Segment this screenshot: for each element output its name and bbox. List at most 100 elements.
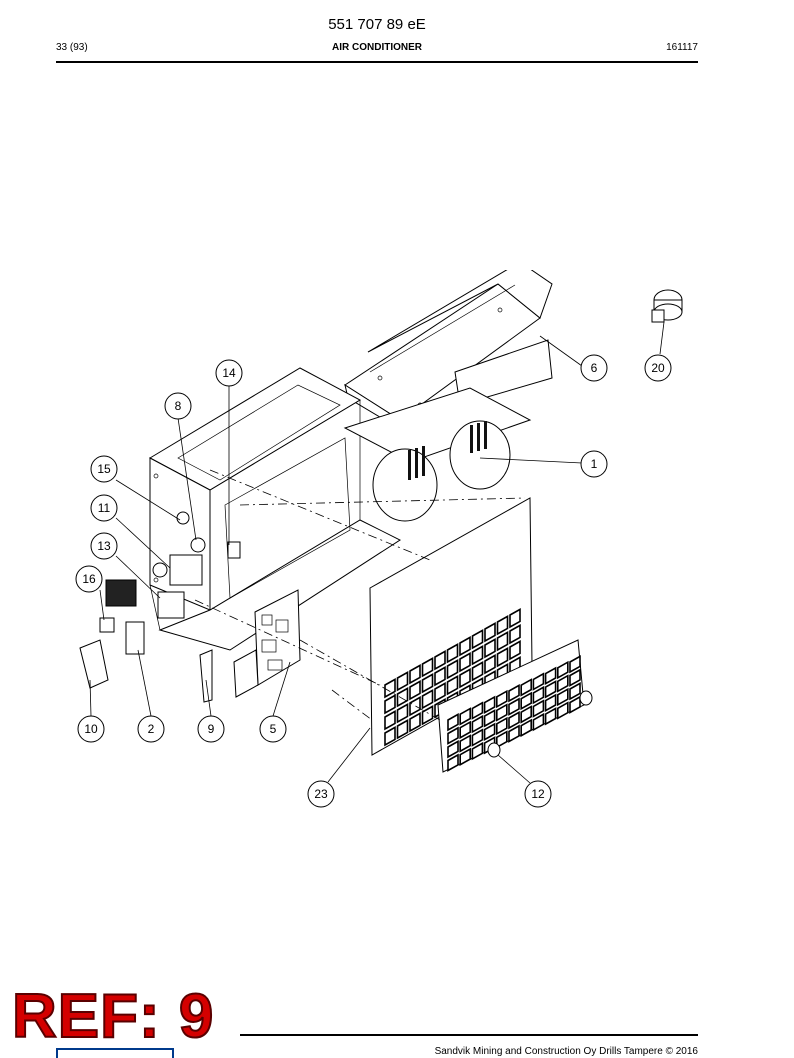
vent-slot (569, 655, 581, 674)
vent-slot (459, 707, 472, 726)
callout-label: 10 (84, 722, 98, 736)
vent-slot (459, 652, 471, 673)
callout-label: 9 (208, 722, 215, 736)
vent-slot (569, 668, 581, 687)
vent-slot (421, 657, 434, 678)
vent-slot (509, 624, 521, 645)
vent-slot (520, 718, 533, 738)
vent-slot (447, 753, 459, 772)
vent-slot (556, 674, 569, 693)
vent-slot (520, 705, 533, 724)
cap-part (651, 289, 683, 323)
callout-6[interactable]: 6 (580, 354, 608, 382)
front-panel-part (369, 497, 533, 756)
vent-slot (532, 672, 545, 691)
vent-slot (471, 661, 484, 682)
revision-date: 161117 (666, 42, 698, 53)
vent-slot (471, 701, 484, 720)
callout-9[interactable]: 9 (197, 715, 225, 743)
callout-13[interactable]: 13 (90, 532, 118, 560)
vent-slot (396, 671, 409, 692)
callout-5[interactable]: 5 (259, 715, 287, 743)
vent-slot (396, 687, 409, 708)
vent-slot (509, 608, 521, 629)
vent-slot (495, 689, 508, 709)
callout-20[interactable]: 20 (644, 354, 672, 382)
company-logo (56, 1048, 174, 1058)
vent-slot (569, 695, 581, 714)
vent-slot (421, 705, 434, 726)
callout-label: 8 (175, 399, 182, 413)
vent-slot (495, 716, 508, 736)
vent-slot (471, 629, 484, 650)
vent-slot (434, 666, 446, 687)
vent-slot (459, 734, 472, 753)
vent-slot (544, 666, 557, 685)
vent-slot (446, 675, 459, 696)
callout-15[interactable]: 15 (90, 455, 118, 483)
vent-slot (484, 622, 496, 643)
vent-slot (483, 695, 496, 714)
callout-11[interactable]: 11 (90, 494, 118, 522)
callout-10[interactable]: 10 (77, 715, 105, 743)
vent-slot (508, 684, 520, 703)
callout-label: 1 (591, 457, 598, 471)
header-rule (56, 61, 698, 63)
vent-slot (384, 678, 396, 699)
vent-slot (446, 659, 459, 680)
reference-stamp: REF: 9 (11, 982, 215, 1051)
callout-1[interactable]: 1 (580, 450, 608, 478)
exploded-parts-drawing: 6 20 14 8 1 15 11 13 16 10 2 9 (75, 270, 683, 808)
callout-label: 12 (531, 787, 545, 801)
vent-slot (409, 696, 421, 717)
callout-12[interactable]: 12 (524, 780, 552, 808)
callout-14[interactable]: 14 (215, 359, 243, 387)
vent-slot (471, 645, 484, 666)
callout-16[interactable]: 16 (75, 565, 103, 593)
vent-slot (434, 682, 446, 703)
vent-slot (508, 724, 520, 743)
callout-23[interactable]: 23 (307, 780, 335, 808)
callout-label: 16 (82, 572, 96, 586)
vent-slot (484, 654, 496, 675)
vent-slot (508, 697, 520, 716)
vent-slot (409, 712, 421, 733)
footer-rule (240, 1034, 698, 1036)
vent-slot (532, 685, 545, 705)
vent-slot (409, 664, 421, 685)
vent-slot (384, 726, 396, 747)
vent-slot (496, 615, 509, 636)
vent-slot (544, 693, 557, 712)
vent-slot (556, 687, 569, 707)
vent-slot (421, 673, 434, 694)
blower-fan-part (343, 387, 532, 522)
vent-slot (532, 699, 545, 718)
section-title: AIR CONDITIONER (332, 42, 422, 53)
callout-label: 5 (270, 722, 277, 736)
vent-slot (556, 660, 569, 680)
vent-slot (446, 643, 459, 664)
callout-label: 23 (314, 787, 328, 801)
vent-slot (447, 740, 459, 759)
valve-assembly (79, 511, 241, 703)
vent-slot (496, 647, 509, 668)
vent-slot (459, 668, 471, 689)
vent-slot (447, 713, 459, 732)
vent-slot (508, 711, 520, 730)
vent-slot (459, 720, 472, 740)
vent-slot (471, 728, 484, 747)
vent-slot (509, 640, 521, 661)
vent-slot (484, 638, 496, 659)
document-number: 551 707 89 eE (328, 16, 426, 33)
callout-label: 20 (651, 361, 665, 375)
vent-slot (409, 680, 421, 701)
callout-2[interactable]: 2 (137, 715, 165, 743)
vent-slot (459, 636, 471, 657)
vent-slot (496, 631, 509, 652)
callout-label: 13 (97, 539, 111, 553)
callout-label: 6 (591, 361, 598, 375)
page-number: 33 (93) (56, 42, 88, 53)
callout-label: 15 (97, 462, 111, 476)
callout-8[interactable]: 8 (164, 392, 192, 420)
callout-label: 2 (148, 722, 155, 736)
